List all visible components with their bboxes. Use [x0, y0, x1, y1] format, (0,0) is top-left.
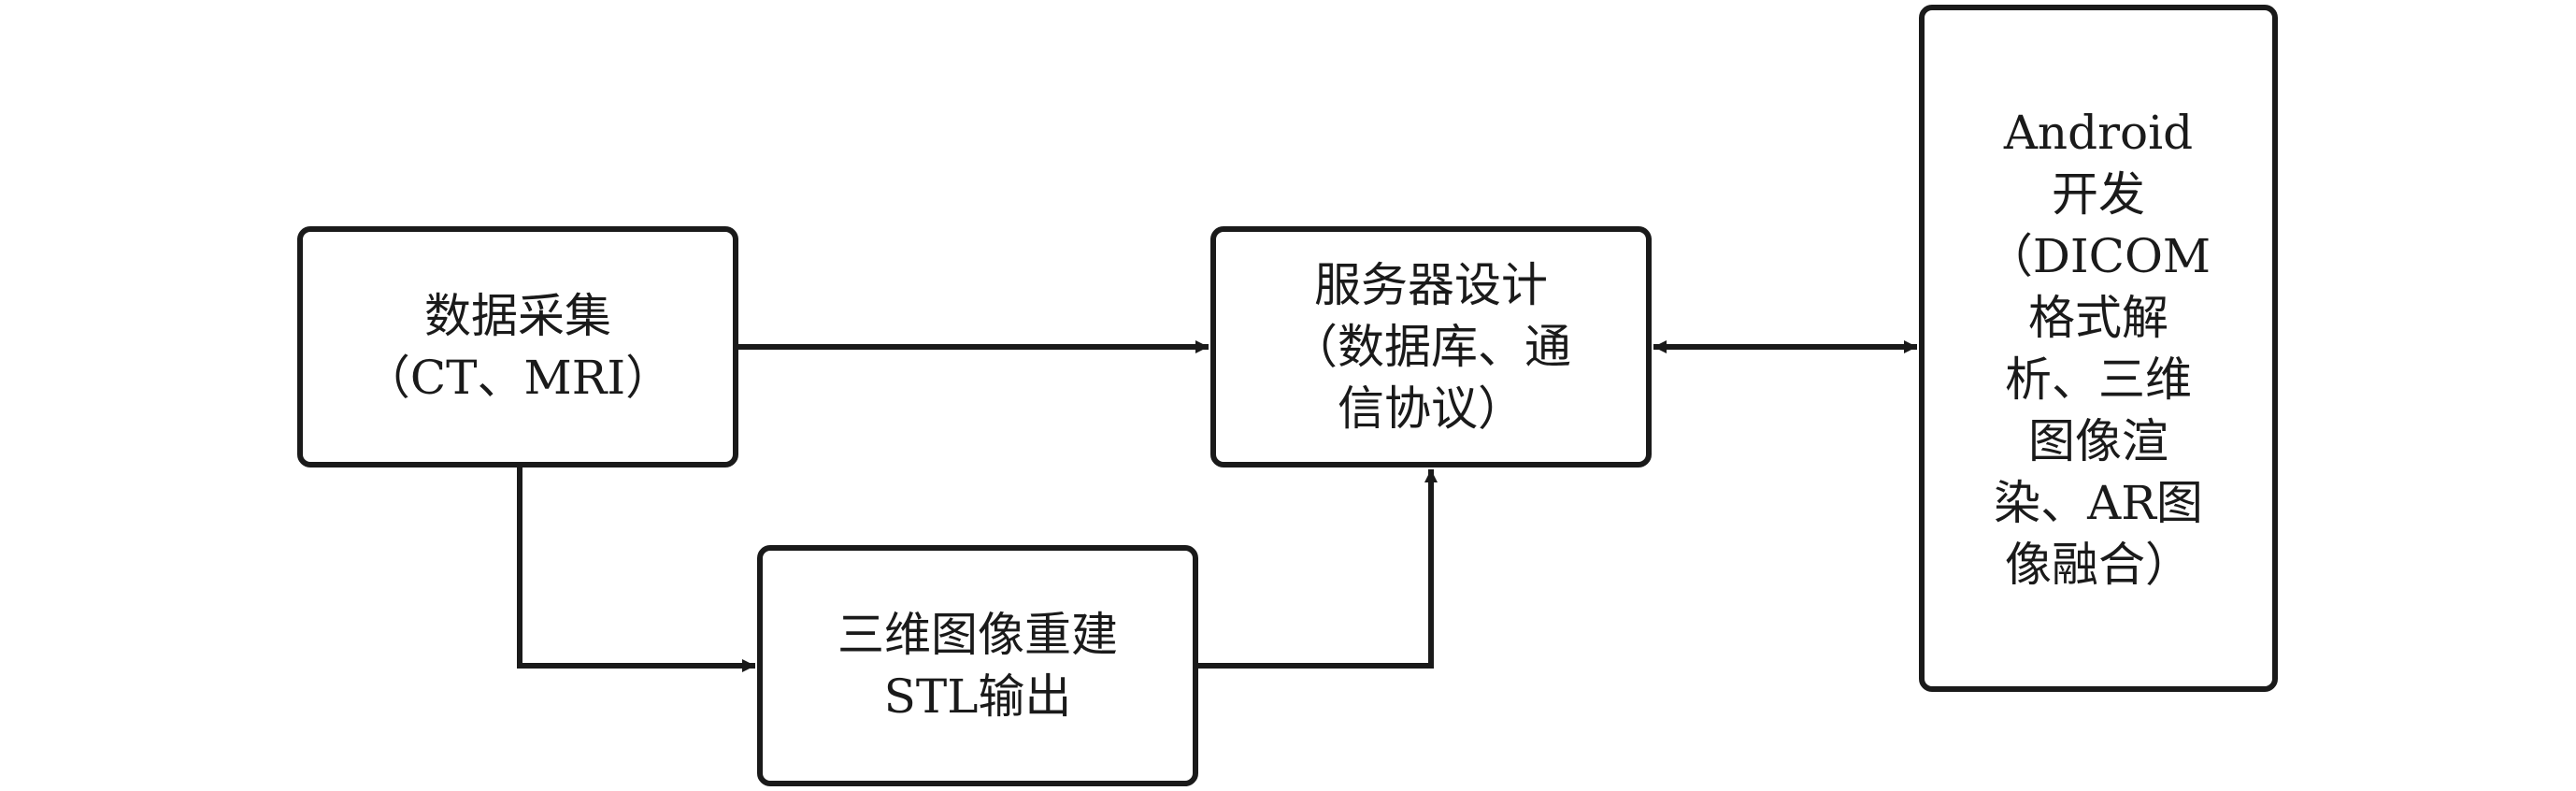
- android-development-label: Android 开发 （DICOM 格式解 析、三维 图像渲 染、AR图 像融合…: [1985, 105, 2211, 592]
- reconstruction-box: 三维图像重建 STL输出: [757, 545, 1198, 786]
- reconstruction-label: 三维图像重建 STL输出: [837, 608, 1118, 724]
- server-design-label: 服务器设计 （数据库、通 信协议）: [1291, 258, 1571, 436]
- data-collection-box: 数据采集 （CT、MRI）: [297, 226, 738, 467]
- data-collection-label: 数据采集 （CT、MRI）: [363, 289, 673, 405]
- arrow-data-collection-to-reconstruction: [517, 467, 755, 672]
- arrow-reconstruction-to-server: [1198, 469, 1438, 669]
- android-development-box: Android 开发 （DICOM 格式解 析、三维 图像渲 染、AR图 像融合…: [1919, 5, 2278, 692]
- server-design-box: 服务器设计 （数据库、通 信协议）: [1210, 226, 1652, 467]
